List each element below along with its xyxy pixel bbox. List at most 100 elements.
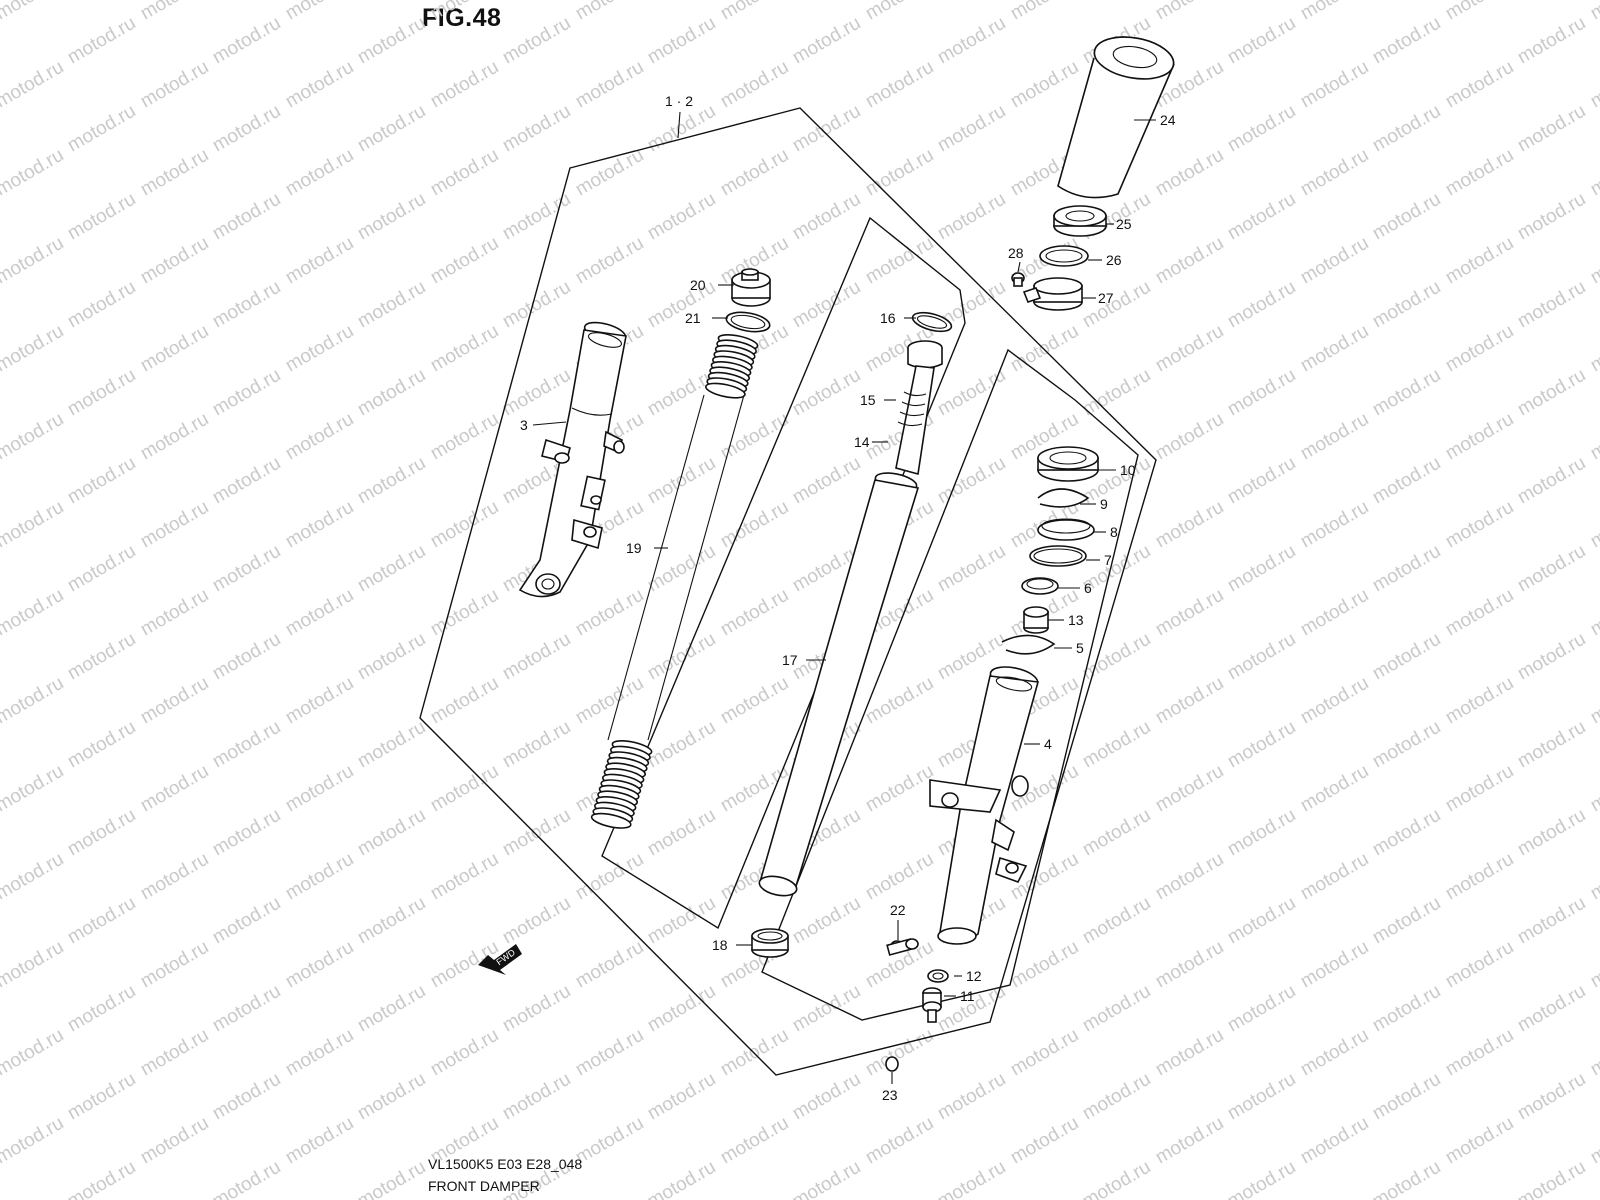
watermark-text: motod.ru — [717, 1025, 792, 1081]
watermark-text: motod.ru — [1587, 585, 1600, 641]
callout-7: 7 — [1104, 552, 1112, 568]
watermark-text: motod.ru — [1369, 277, 1444, 333]
watermark-text: motod.ru — [1442, 321, 1517, 377]
watermark-text: motod.ru — [1152, 849, 1227, 905]
watermark-text: motod.ru — [282, 1113, 357, 1169]
watermark-text: motod.ru — [499, 277, 574, 333]
watermark-text: motod.ru — [137, 673, 212, 729]
watermark-text: motod.ru — [717, 0, 792, 24]
callout-26: 26 — [1106, 252, 1122, 268]
damper-bolt — [886, 938, 919, 956]
leader-lines — [532, 111, 1156, 1084]
watermark-text: motod.ru — [282, 585, 357, 641]
watermark-text: motod.ru — [1224, 717, 1299, 773]
figure-name: FRONT DAMPER — [428, 1178, 540, 1194]
ring-16 — [911, 311, 953, 333]
watermark-text: motod.ru — [427, 673, 502, 729]
watermark-text: motod.ru — [0, 1025, 67, 1081]
watermark-text: motod.ru — [1224, 981, 1299, 1037]
watermark-text: motod.ru — [1007, 1025, 1082, 1081]
watermark-text: motod.ru — [282, 0, 357, 24]
watermark-text: motod.ru — [354, 101, 429, 157]
watermark-text: motod.ru — [1152, 937, 1227, 993]
watermark-text: motod.ru — [1514, 1069, 1589, 1125]
watermark-text: motod.ru — [282, 673, 357, 729]
watermark-text: motod.ru — [1369, 981, 1444, 1037]
watermark-text: motod.ru — [1297, 849, 1372, 905]
watermark-text: motod.ru — [499, 1069, 574, 1125]
washer-8 — [1037, 518, 1095, 541]
watermark-text: motod.ru — [354, 541, 429, 597]
callout-18: 18 — [712, 937, 728, 953]
watermark-text: motod.ru — [282, 321, 357, 377]
watermark-text: motod.ru — [1007, 321, 1082, 377]
watermark-text: motod.ru — [1297, 409, 1372, 465]
watermark-text: motod.ru — [644, 365, 719, 421]
watermark-text: motod.ru — [644, 13, 719, 69]
watermark-text: motod.ru — [1514, 717, 1589, 773]
watermark-text: motod.ru — [1152, 145, 1227, 201]
watermark-text: motod.ru — [1297, 761, 1372, 817]
watermark-text: motod.ru — [1369, 13, 1444, 69]
damper-rod — [895, 340, 943, 476]
watermark-text: motod.ru — [1007, 937, 1082, 993]
watermark-text: motod.ru — [1442, 937, 1517, 993]
callout-6: 6 — [1084, 580, 1092, 596]
watermark-text: motod.ru — [64, 805, 139, 861]
watermark-text: motod.ru — [1079, 1069, 1154, 1125]
watermark-text: motod.ru — [137, 321, 212, 377]
watermark-text: motod.ru — [1442, 673, 1517, 729]
callout-20: 20 — [690, 277, 706, 293]
clamp-27 — [1022, 277, 1083, 311]
callout-8: 8 — [1110, 524, 1118, 540]
ring-7 — [1029, 545, 1087, 567]
watermark-text: motod.ru — [0, 585, 67, 641]
watermark-text: motod.ru — [354, 1157, 429, 1200]
watermark-text: motod.ru — [354, 453, 429, 509]
watermark-text: motod.ru — [499, 981, 574, 1037]
watermark-text: motod.ru — [427, 57, 502, 113]
screw-28 — [1011, 272, 1025, 287]
watermark-text: motod.ru — [1297, 1113, 1372, 1169]
circlip-5 — [1001, 634, 1056, 655]
watermark-text: motod.ru — [209, 805, 284, 861]
watermark-text: motod.ru — [1297, 233, 1372, 289]
watermark-text: motod.ru — [1297, 497, 1372, 553]
callout-15: 15 — [860, 392, 876, 408]
watermark-text: motod.ru — [1224, 101, 1299, 157]
callout-3: 3 — [520, 417, 528, 433]
watermark-text: motod.ru — [354, 893, 429, 949]
watermark-text: motod.ru — [934, 1069, 1009, 1125]
watermark-text: motod.ru — [717, 57, 792, 113]
watermark-text: motod.ru — [1079, 277, 1154, 333]
watermark-text: motod.ru — [1369, 541, 1444, 597]
watermark-text: motod.ru — [1587, 233, 1600, 289]
watermark-text: motod.ru — [717, 409, 792, 465]
watermark-text: motod.ru — [64, 981, 139, 1037]
watermark-text: motod.ru — [644, 717, 719, 773]
watermark-text: motod.ru — [644, 453, 719, 509]
watermark-text: motod.ru — [282, 497, 357, 553]
watermark-text: motod.ru — [1514, 1157, 1589, 1200]
watermark-text: motod.ru — [137, 761, 212, 817]
watermark-text: motod.ru — [1079, 981, 1154, 1037]
watermark-text: motod.ru — [862, 761, 937, 817]
watermark-text: motod.ru — [1442, 0, 1517, 24]
watermark-text: motod.ru — [1152, 585, 1227, 641]
bushing-6 — [1021, 577, 1059, 595]
watermark-text: motod.ru — [427, 497, 502, 553]
watermark-text: motod.ru — [1514, 453, 1589, 509]
watermark-text: motod.ru — [499, 13, 574, 69]
callout-13: 13 — [1068, 612, 1084, 628]
watermark-text: motod.ru — [717, 1113, 792, 1169]
watermark-text: motod.ru — [1224, 629, 1299, 685]
callout-22: 22 — [890, 902, 906, 918]
watermark-text: motod.ru — [1369, 629, 1444, 685]
watermark-text: motod.ru — [137, 233, 212, 289]
watermark-text: motod.ru — [209, 189, 284, 245]
watermark-text: motod.ru — [1514, 189, 1589, 245]
watermark-text: motod.ru — [1442, 409, 1517, 465]
watermark-text: motod.ru — [209, 629, 284, 685]
watermark-text: motod.ru — [934, 189, 1009, 245]
watermark-text: motod.ru — [427, 585, 502, 641]
